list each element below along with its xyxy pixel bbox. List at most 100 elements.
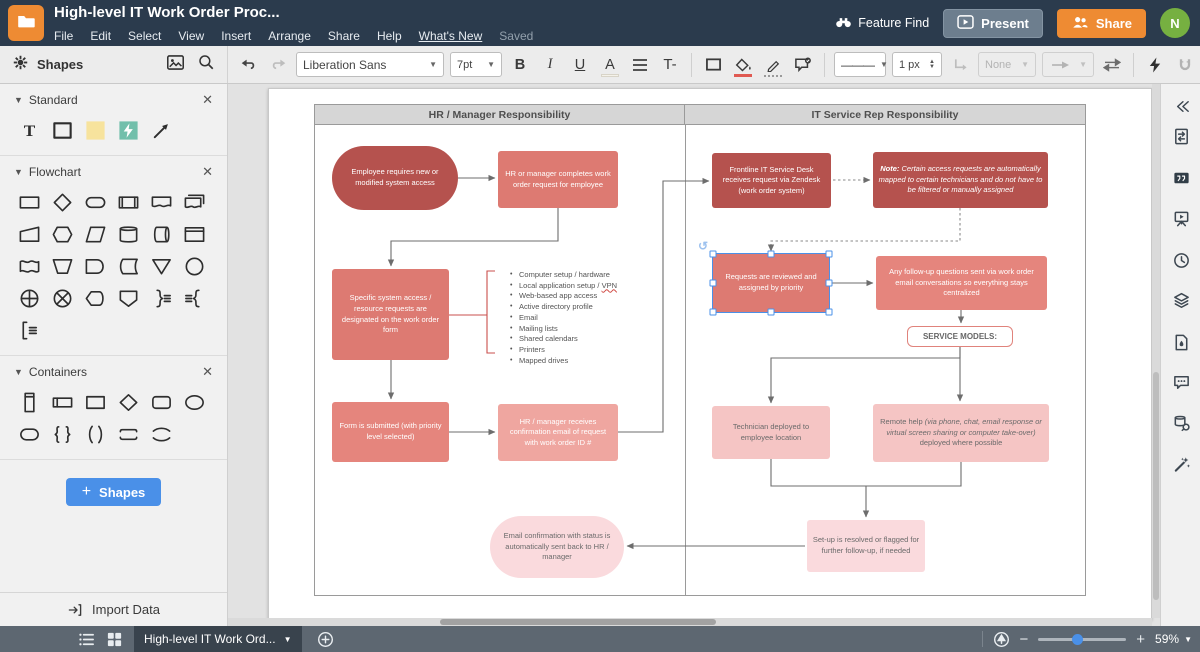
shape-database[interactable] <box>113 220 143 249</box>
shape-or[interactable] <box>14 284 44 313</box>
lane-header-it-service[interactable]: IT Service Rep Responsibility <box>685 105 1085 124</box>
quick-actions-icon[interactable] <box>1143 52 1167 78</box>
selection-handle[interactable] <box>767 308 775 316</box>
magic-wand-icon[interactable] <box>1161 452 1200 476</box>
shape-style-button[interactable] <box>701 52 725 78</box>
collapse-caret-icon[interactable]: ▼ <box>14 95 23 105</box>
swap-connection-icon[interactable] <box>1100 52 1124 78</box>
line-start-select[interactable]: None▼ <box>978 52 1036 77</box>
line-color-button[interactable] <box>761 52 785 78</box>
notes-icon[interactable] <box>1161 166 1200 190</box>
zoom-in-button[interactable]: + <box>1136 630 1146 648</box>
line-width-stepper[interactable]: 1 px▲▼ <box>892 52 942 77</box>
flowchart-node-email-confirmation[interactable]: Email confirmation with status is automa… <box>490 516 624 578</box>
shape-multiple-documents[interactable] <box>179 188 209 217</box>
underline-button[interactable]: U <box>574 56 586 73</box>
add-shapes-button[interactable]: + Shapes <box>65 478 162 506</box>
horizontal-scrollbar[interactable] <box>228 618 1152 626</box>
menu-select[interactable]: Select <box>128 29 162 43</box>
layers-icon[interactable] <box>1161 288 1200 312</box>
flowchart-node-form-submitted[interactable]: Form is submitted (with priority level s… <box>332 402 449 462</box>
fill-color-button[interactable] <box>731 52 755 78</box>
flowchart-node-service-models[interactable]: SERVICE MODELS: <box>907 326 1013 347</box>
shape-off-page-connector[interactable] <box>113 284 143 313</box>
close-section-icon[interactable]: ✕ <box>202 364 213 379</box>
flowchart-node-hr-completes[interactable]: HR or manager completes work order reque… <box>498 151 618 208</box>
bold-button[interactable]: B <box>514 56 526 73</box>
flowchart-node-frontline-desk[interactable]: Frontline IT Service Desk receives reque… <box>712 153 831 208</box>
menu-view[interactable]: View <box>178 29 205 43</box>
selection-handle[interactable] <box>709 308 717 316</box>
flowchart-node-remote-help[interactable]: Remote help (via phone, chat, email resp… <box>873 404 1049 462</box>
redo-button[interactable] <box>266 52 290 78</box>
add-page-icon[interactable] <box>312 626 340 652</box>
shape-terminator[interactable] <box>80 188 110 217</box>
shape-decision[interactable] <box>47 188 77 217</box>
text-options-button[interactable]: T- <box>663 56 677 73</box>
menu-insert[interactable]: Insert <box>221 29 252 43</box>
document-title[interactable]: High-level IT Work Order Proc... <box>54 4 280 21</box>
vertical-scrollbar-thumb[interactable] <box>1153 372 1159 600</box>
selection-handle[interactable] <box>825 279 833 287</box>
snap-magnet-icon[interactable] <box>1173 52 1197 78</box>
data-linking-icon[interactable] <box>1161 410 1200 434</box>
shape-container-dashed[interactable] <box>113 420 143 449</box>
selection-handle[interactable] <box>767 250 775 258</box>
collapse-caret-icon[interactable]: ▼ <box>14 367 23 377</box>
fit-to-screen-icon[interactable] <box>993 631 1010 648</box>
flowchart-node-specific-access[interactable]: Specific system access / resource reques… <box>332 269 449 360</box>
shape-text-tool[interactable]: T <box>14 116 44 145</box>
text-align-button[interactable] <box>628 52 652 78</box>
shape-brace-note-left[interactable] <box>179 284 209 313</box>
selection-handle[interactable] <box>825 308 833 316</box>
comments-icon[interactable] <box>1161 370 1200 394</box>
italic-button[interactable]: I <box>547 56 553 72</box>
shape-lucid-bolt[interactable] <box>113 116 143 145</box>
comment-resolve-icon[interactable] <box>791 52 815 78</box>
selection-handle[interactable] <box>709 250 717 258</box>
menu-whats-new[interactable]: What's New <box>418 29 483 43</box>
shape-direct-access-storage[interactable] <box>146 220 176 249</box>
zoom-level[interactable]: 59%▼ <box>1155 632 1192 646</box>
document-home-button[interactable] <box>8 5 44 41</box>
shape-internal-storage[interactable] <box>179 220 209 249</box>
shape-predefined-process[interactable] <box>113 188 143 217</box>
shape-process[interactable] <box>14 188 44 217</box>
line-style-select[interactable]: ———▼ <box>834 52 888 77</box>
feature-find-button[interactable]: Feature Find <box>835 14 929 32</box>
flowchart-node-note[interactable]: Note: Certain access requests are automa… <box>873 152 1048 208</box>
shape-container-ellipse[interactable] <box>179 388 209 417</box>
menu-share[interactable]: Share <box>327 29 360 43</box>
shape-summing-junction[interactable] <box>47 284 77 313</box>
document-page[interactable]: HR / Manager Responsibility IT Service R… <box>268 88 1152 620</box>
shape-delay[interactable] <box>80 252 110 281</box>
shape-container-parentheses[interactable] <box>80 420 110 449</box>
present-button[interactable]: Present <box>943 8 1043 38</box>
shape-manual-input[interactable] <box>14 220 44 249</box>
history-icon[interactable] <box>1161 248 1200 272</box>
connector-type-icon[interactable] <box>948 52 972 78</box>
search-shapes-icon[interactable] <box>197 53 215 76</box>
tab-dropdown-caret[interactable]: ▼ <box>283 634 292 644</box>
text-color-button[interactable]: A <box>598 52 622 78</box>
import-data-button[interactable]: Import Data <box>0 592 227 626</box>
page-list-icon[interactable] <box>72 626 100 652</box>
shape-merge[interactable] <box>146 252 176 281</box>
selection-handle[interactable] <box>825 250 833 258</box>
shape-sticky-note[interactable] <box>80 116 110 145</box>
font-family-select[interactable]: Liberation Sans▼ <box>296 52 444 77</box>
shape-preparation[interactable] <box>47 220 77 249</box>
rotate-handle[interactable]: ↺ <box>698 239 709 253</box>
menu-file[interactable]: File <box>54 29 74 43</box>
zoom-slider-knob[interactable] <box>1072 633 1084 645</box>
close-section-icon[interactable]: ✕ <box>202 92 213 107</box>
flowchart-node-requests-reviewed[interactable]: Requests are reviewed and assigned by pr… <box>698 239 833 316</box>
flowchart-node-hr-receives[interactable]: HR / manager receives confirmation email… <box>498 404 618 461</box>
menu-edit[interactable]: Edit <box>90 29 112 43</box>
share-button[interactable]: Share <box>1056 8 1146 38</box>
shape-rectangle-tool[interactable] <box>47 116 77 145</box>
shape-bracket-note[interactable] <box>14 316 44 345</box>
swimlane-container[interactable]: HR / Manager Responsibility IT Service R… <box>314 104 1086 596</box>
request-types-bullet-list[interactable]: Computer setup / hardwareLocal applicati… <box>509 270 669 366</box>
zoom-out-button[interactable]: − <box>1019 630 1029 648</box>
